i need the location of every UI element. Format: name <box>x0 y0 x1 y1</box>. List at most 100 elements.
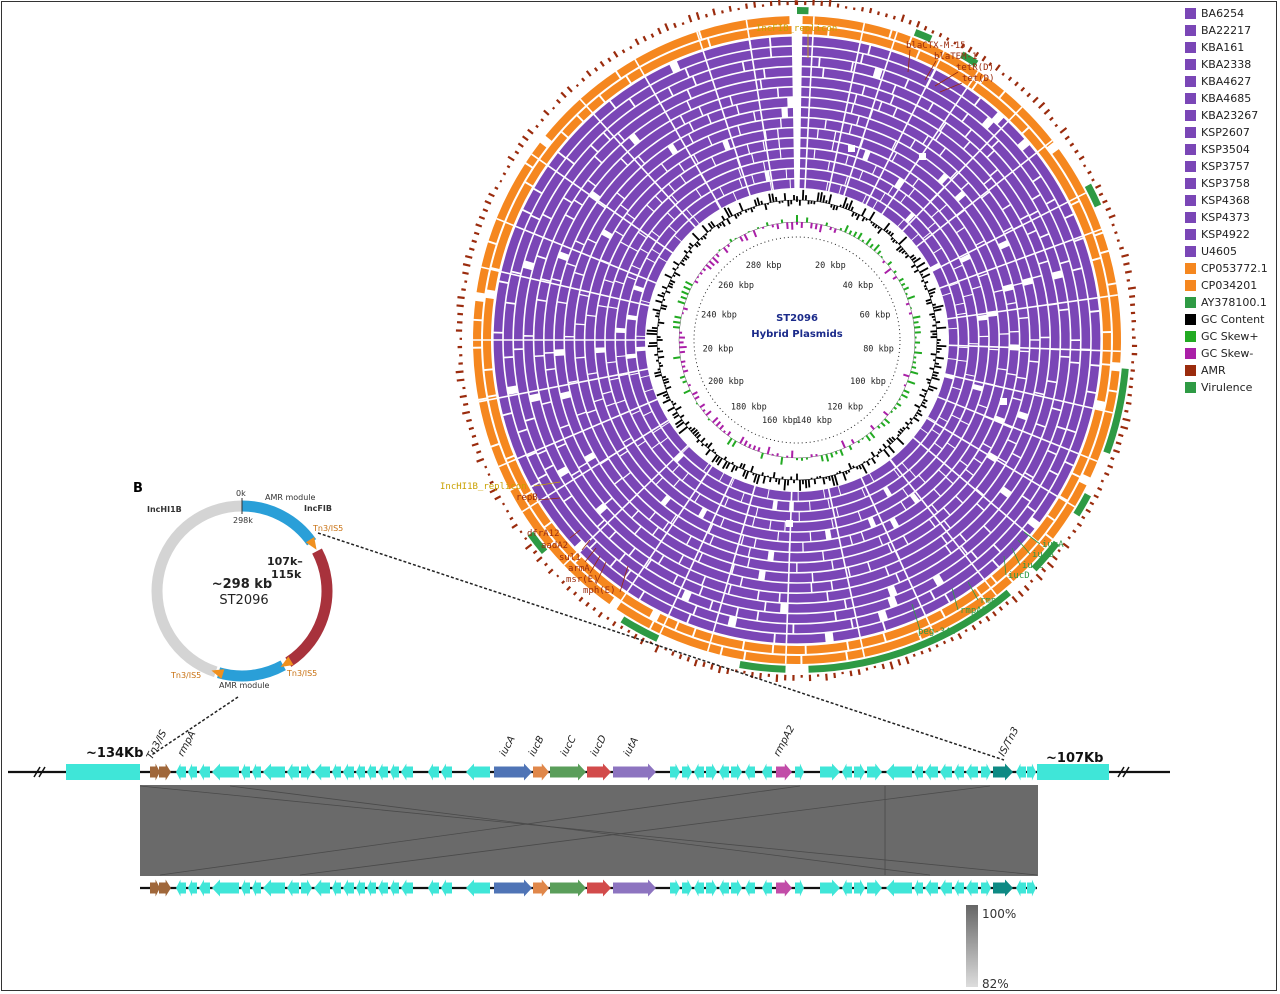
virulence-block <box>1031 540 1060 572</box>
gene-cds <box>356 879 365 897</box>
alignment-block <box>601 459 622 484</box>
alignment-block <box>504 357 517 387</box>
alignment-block <box>778 128 794 138</box>
alignment-block <box>894 547 967 594</box>
alignment-block <box>779 138 794 148</box>
alignment-block <box>526 142 547 167</box>
alignment-block <box>801 97 853 113</box>
circos-gaps <box>473 16 1121 664</box>
alignment-block <box>580 234 610 296</box>
alignment-block <box>491 444 517 490</box>
alignment-block <box>942 293 958 329</box>
alignment-block <box>983 421 1003 448</box>
alignment-block <box>732 565 760 580</box>
ring-tn3-right: Tn3/IS5 <box>286 669 317 678</box>
gene-rmpa2 <box>776 879 792 897</box>
alignment-block <box>800 118 826 129</box>
alignment-block <box>699 553 734 574</box>
alignment-block <box>512 216 539 273</box>
gene-label-iucd: iucD <box>589 733 609 758</box>
alignment-block <box>834 132 863 148</box>
alignment-block <box>700 96 732 115</box>
alignment-block <box>756 508 799 521</box>
gene-cds <box>314 763 330 781</box>
alignment-block <box>604 205 628 234</box>
alignment-block <box>801 77 864 95</box>
alignment-block <box>797 560 833 572</box>
alignment-block <box>1048 497 1067 520</box>
alignment-block <box>823 68 895 94</box>
alignment-block <box>1019 361 1039 414</box>
alignment-block <box>741 577 811 593</box>
alignment-block <box>771 46 793 57</box>
gene-label-iuca: iucA <box>498 734 518 758</box>
alignment-block <box>671 515 713 544</box>
tick-label: 60 kbp <box>860 311 891 321</box>
identity-gradient <box>966 905 978 987</box>
gene-cds <box>854 879 865 897</box>
gene-cds <box>731 763 742 781</box>
alignment-block <box>761 77 793 89</box>
alignment-block <box>789 542 803 552</box>
alignment-block <box>801 57 819 67</box>
alignment-block <box>1007 350 1019 375</box>
alignment-block <box>873 201 904 227</box>
alignment-block <box>640 592 690 623</box>
alignment-block <box>941 588 980 617</box>
label-rmpa2: rmpA2 <box>960 606 987 616</box>
amr-module-arc-bottom <box>217 660 286 682</box>
label-tetr: tetR(D) <box>956 63 994 73</box>
alignment-block <box>616 400 645 446</box>
amr-module-arc-top <box>241 500 317 546</box>
gene-cds <box>287 763 299 781</box>
alignment-block <box>892 153 944 194</box>
alignment-block <box>652 443 679 472</box>
alignment-block <box>810 499 830 511</box>
alignment-block <box>832 512 861 528</box>
alignment-block <box>910 443 942 477</box>
alignment-block <box>863 195 877 209</box>
alignment-block <box>616 277 636 329</box>
tick-label: 20 kbp <box>815 261 846 271</box>
alignment-block <box>758 611 836 623</box>
legend-swatch <box>1185 127 1196 138</box>
alignment-block <box>850 125 896 149</box>
alignment-block <box>988 315 999 350</box>
alignment-block <box>708 26 792 47</box>
legend-item: KBA161 <box>1185 39 1277 56</box>
alignment-block <box>635 258 655 289</box>
legend-swatch <box>1185 110 1196 121</box>
alignment-block <box>575 324 585 358</box>
alignment-block <box>801 87 856 103</box>
alignment-block <box>727 130 766 149</box>
alignment-block <box>799 179 828 191</box>
alignment-block <box>478 399 499 446</box>
virulence-block <box>1084 183 1102 208</box>
alignment-block <box>538 451 553 469</box>
alignment-block <box>557 264 576 303</box>
alignment-block <box>890 30 911 45</box>
alignment-block <box>992 141 1040 199</box>
legend-label: CP034201 <box>1201 279 1258 292</box>
legend-item: AMR <box>1185 362 1277 379</box>
alignment-block <box>780 592 828 603</box>
gene-cds <box>854 763 865 781</box>
linear-gene-map <box>8 763 1170 897</box>
alignment-block <box>992 516 1054 582</box>
gene-cds <box>212 763 239 781</box>
alignment-block <box>604 242 629 282</box>
alignment-block <box>930 508 950 527</box>
alignment-block <box>679 555 742 586</box>
alignment-block <box>982 192 1012 231</box>
legend-swatch <box>1185 331 1196 342</box>
alignment-block <box>653 528 702 562</box>
alignment-block <box>902 430 940 470</box>
alignment-block <box>577 412 608 464</box>
alignment-block <box>641 257 667 303</box>
alignment-block <box>1067 350 1091 432</box>
gene-cds <box>682 879 692 897</box>
alignment-block <box>730 88 778 105</box>
alignment-block <box>1032 276 1050 337</box>
legend-item: BA22217 <box>1185 22 1277 39</box>
